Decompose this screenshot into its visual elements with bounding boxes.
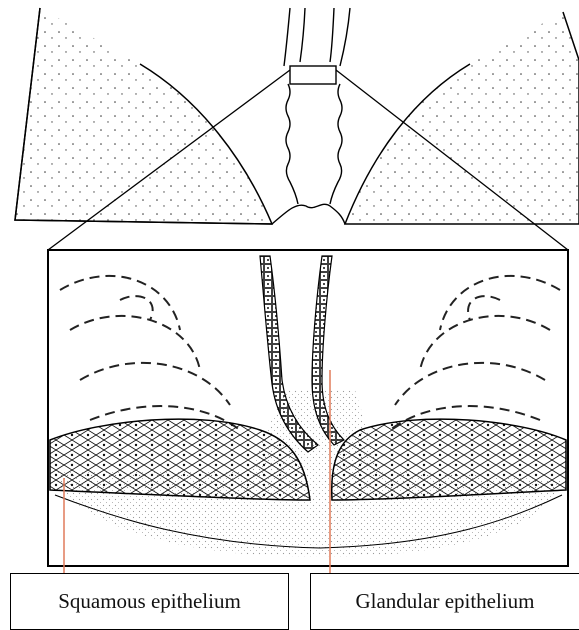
right-cervix-outline <box>345 12 579 224</box>
squamous-layer-right <box>332 419 566 500</box>
magnified-panel <box>48 250 568 566</box>
squamous-epithelium-label: Squamous epithelium <box>10 573 289 630</box>
squamous-epithelium-text: Squamous epithelium <box>58 589 241 614</box>
cervical-canal <box>272 8 350 224</box>
left-cervix-outline <box>15 8 272 224</box>
glandular-epithelium-label: Glandular epithelium <box>310 573 579 630</box>
overview-section <box>15 8 579 250</box>
glandular-epithelium-text: Glandular epithelium <box>355 589 534 614</box>
magnification-box <box>290 66 336 84</box>
